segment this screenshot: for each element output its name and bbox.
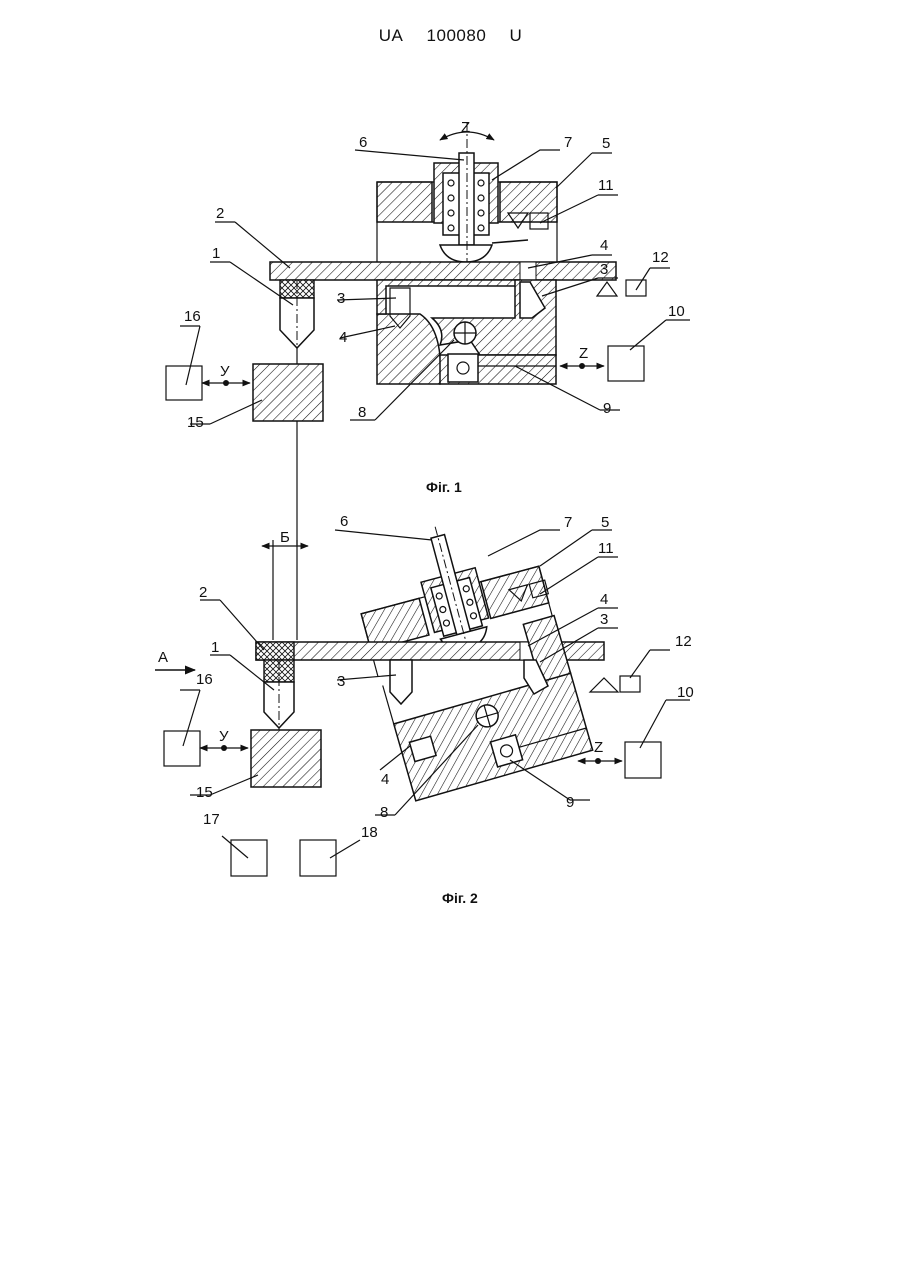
label-15-fig1: 15 [187, 414, 204, 431]
label-15-fig2: 15 [196, 784, 213, 801]
label-11-fig1: 11 [598, 177, 614, 194]
block-15 [253, 364, 323, 421]
figure-2 [155, 503, 690, 876]
label-6-fig2: 6 [340, 513, 348, 530]
caption-fig2: Фіг. 2 [442, 890, 478, 906]
label-9-fig2: 9 [566, 794, 574, 811]
label-10-fig1: 10 [668, 303, 685, 320]
arrow-a-fig2: А [158, 649, 168, 666]
label-3-fig1: 3 [337, 290, 345, 307]
label-7-fig1: 7 [564, 134, 572, 151]
label-17-fig2: 17 [203, 811, 220, 828]
label-4b-fig1: 4 [339, 329, 347, 346]
beam-2 [270, 262, 616, 280]
label-1-fig2: 1 [211, 639, 219, 656]
block-10-fig2 [625, 742, 661, 778]
label-16-fig1: 16 [184, 308, 201, 325]
label-12-fig1: 12 [652, 249, 669, 266]
label-4b-fig2: 4 [381, 771, 389, 788]
label-11-fig2: 11 [598, 540, 614, 557]
label-9-fig1: 9 [603, 400, 611, 417]
axis-z-top-fig1: Z [461, 119, 470, 136]
label-3b-fig1: 3 [600, 261, 608, 278]
label-3b-fig2: 3 [600, 611, 608, 628]
label-3-fig2: 3 [337, 673, 345, 690]
label-5-fig1: 5 [602, 135, 610, 152]
label-16-fig2: 16 [196, 671, 213, 688]
block-15-fig2 [251, 730, 321, 787]
axis-z-fig2: Z [594, 739, 603, 756]
block-16 [166, 366, 202, 400]
axis-y-fig1: У [220, 363, 230, 380]
block-10 [608, 346, 644, 381]
label-8-fig2: 8 [380, 804, 388, 821]
label-4-fig2: 4 [600, 591, 608, 608]
dim-b-fig2: Б [280, 529, 290, 546]
block-16-fig2 [164, 731, 200, 766]
caption-fig1: Фіг. 1 [426, 479, 462, 495]
label-8-fig1: 8 [358, 404, 366, 421]
label-2-fig2: 2 [199, 584, 207, 601]
label-18-fig2: 18 [361, 824, 378, 841]
housing-lower [377, 280, 556, 384]
label-4-fig1: 4 [600, 237, 608, 254]
label-2-fig1: 2 [216, 205, 224, 222]
axis-z-fig1: Z [579, 345, 588, 362]
label-6-fig1: 6 [359, 134, 367, 151]
label-12-fig2: 12 [675, 633, 692, 650]
label-1-fig1: 1 [212, 245, 220, 262]
label-7-fig2: 7 [564, 514, 572, 531]
axis-y-fig2: У [219, 728, 229, 745]
block-17 [231, 840, 267, 876]
label-5-fig2: 5 [601, 514, 609, 531]
label-10-fig2: 10 [677, 684, 694, 701]
